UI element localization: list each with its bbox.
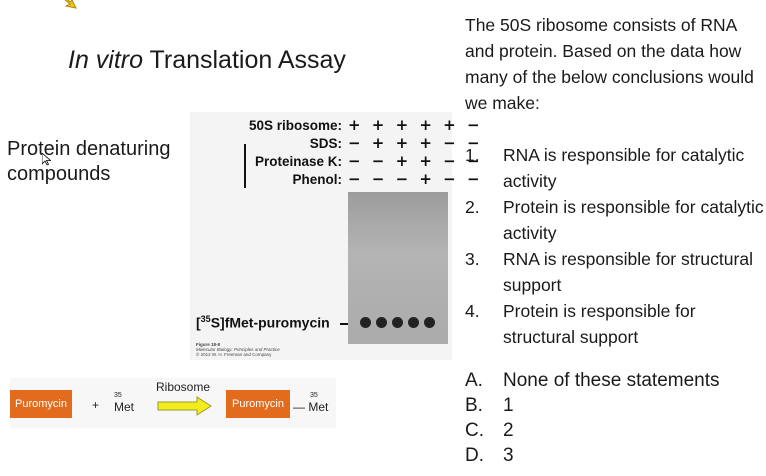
answer-choices: A.None of these statements B.1 C.2 D.3 xyxy=(465,368,765,468)
row-signs-ribosome: + + + + + − xyxy=(348,116,483,134)
ribosome-label: Ribosome xyxy=(156,380,211,394)
conclusion-list: 1.RNA is responsible for catalytic activ… xyxy=(465,142,765,350)
row-signs-sds: − + + + − − xyxy=(348,134,483,152)
band-label-line xyxy=(340,323,348,325)
reaction-scheme: Puromycin + 35 Met Ribosome Puromycin 35… xyxy=(10,378,336,428)
gel-band xyxy=(424,317,435,328)
plus-sign: + xyxy=(92,398,100,412)
row-label-proteinase: Proteinase K: xyxy=(254,154,342,169)
gel-figure: 50S ribosome: SDS: Proteinase K: Phenol:… xyxy=(190,112,480,360)
list-item: 1.RNA is responsible for catalytic activ… xyxy=(465,145,745,191)
question-text: The 50S ribosome consists of RNA and pro… xyxy=(465,15,754,113)
list-item: 2.Protein is responsible for catalytic a… xyxy=(465,197,764,243)
product-met-label: — Met xyxy=(293,400,329,414)
answer-option[interactable]: B.1 xyxy=(465,395,514,416)
reaction-arrow-icon xyxy=(157,396,212,416)
row-signs-proteinase: − − + + − − xyxy=(348,152,483,170)
puromycin-product-box: Puromycin xyxy=(226,390,290,418)
product-met-isotope: 35 xyxy=(310,392,318,399)
figure-caption: Figure 18-8 Molecular Biology: Principle… xyxy=(196,342,280,357)
puromycin-box: Puromycin xyxy=(10,390,72,418)
title-italic: In vitro xyxy=(68,46,144,74)
band-label: [35S]fMet-puromycin xyxy=(196,314,330,331)
side-label: Protein denaturing compounds xyxy=(7,138,171,185)
answer-option[interactable]: A.None of these statements xyxy=(465,370,720,391)
slide-title: In vitro Translation Assay xyxy=(68,46,346,75)
row-label-ribosome: 50S ribosome: xyxy=(248,118,342,133)
row-signs-phenol: − − − + − − xyxy=(348,170,483,188)
gel-band xyxy=(376,317,387,328)
answer-option[interactable]: C.2 xyxy=(465,420,514,441)
gel-band xyxy=(360,317,371,328)
mouse-cursor-icon xyxy=(42,153,51,166)
corner-arrow-icon xyxy=(64,0,77,9)
list-item: 4.Protein is responsible for structural … xyxy=(465,301,696,347)
list-item: 3.RNA is responsible for structural supp… xyxy=(465,249,753,295)
title-rest: Translation Assay xyxy=(149,46,346,74)
met-label: Met xyxy=(114,400,135,414)
row-label-sds: SDS: xyxy=(309,136,342,151)
gel-band xyxy=(392,317,403,328)
answer-option[interactable]: D.3 xyxy=(465,445,514,466)
row-label-phenol: Phenol: xyxy=(292,172,343,187)
gel-band xyxy=(408,317,419,328)
met-isotope: 35 xyxy=(114,392,122,399)
bracket-bar xyxy=(244,144,246,188)
